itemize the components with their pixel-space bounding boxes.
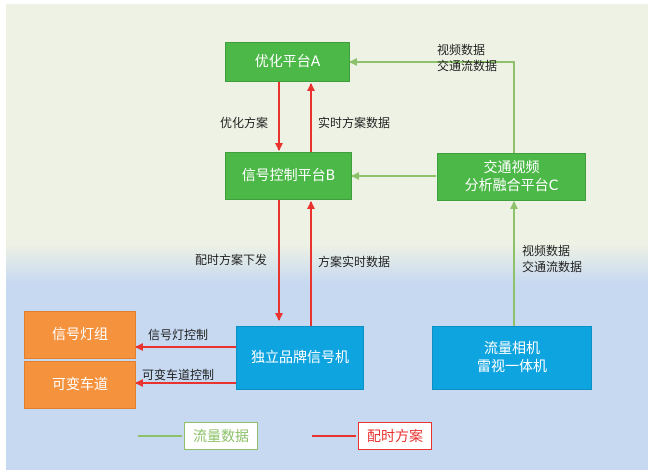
- label-optimization-plan: 优化方案: [220, 116, 269, 130]
- legend-flow-data: 流量数据: [184, 422, 258, 450]
- label-realtime-plan-data: 实时方案数据: [318, 116, 391, 130]
- video-fusion-platform-c: 交通视频 分析融合平台C: [437, 153, 586, 201]
- label-video-data-mid: 视频数据 交通流数据: [522, 244, 583, 274]
- optimization-platform-a: 优化平台A: [225, 42, 350, 82]
- label-plan-realtime-data: 方案实时数据: [318, 255, 391, 269]
- zone-transition: [6, 244, 648, 284]
- flow-camera-radar-unit: 流量相机 雷视一体机: [432, 326, 592, 390]
- signal-control-platform-b: 信号控制平台B: [225, 152, 352, 200]
- label-signal-light-control: 信号灯控制: [148, 328, 209, 342]
- label-timing-plan-send: 配时方案下发: [195, 253, 268, 267]
- label-variable-lane-control: 可变车道控制: [142, 368, 215, 382]
- legend-timing-plan: 配时方案: [358, 422, 432, 450]
- independent-signal-machine: 独立品牌信号机: [236, 326, 364, 390]
- arrow-c-to-a: [349, 58, 515, 153]
- variable-lane: 可变车道: [24, 361, 136, 409]
- label-video-data-top: 视频数据 交通流数据: [437, 43, 498, 73]
- signal-light-group: 信号灯组: [24, 311, 136, 359]
